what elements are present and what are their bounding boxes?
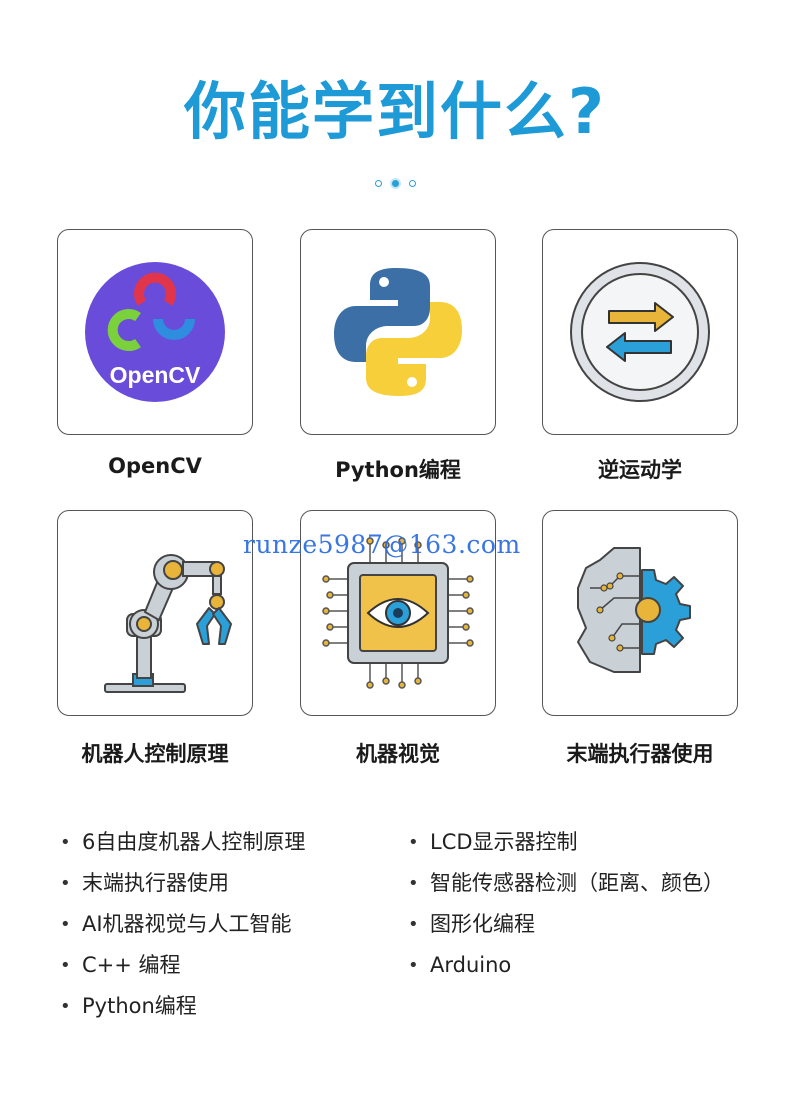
carousel-dot[interactable] xyxy=(408,180,416,187)
swap-arrows-icon xyxy=(570,262,710,402)
svg-text:OpenCV: OpenCV xyxy=(110,362,201,388)
list-item: C++ 编程 xyxy=(60,945,305,986)
card-label-end-effector: 末端执行器使用 xyxy=(566,742,714,766)
list-item: 智能传感器检测（距离、颜色） xyxy=(408,863,724,904)
list-item: 6自由度机器人控制原理 xyxy=(60,822,305,863)
opencv-logo-icon: OpenCV xyxy=(85,262,225,402)
list-item: Python编程 xyxy=(60,986,305,1027)
carousel-dot-active[interactable] xyxy=(389,178,401,189)
feature-list-right: LCD显示器控制 智能传感器检测（距离、颜色） 图形化编程 Arduino xyxy=(408,822,724,986)
list-item: AI机器视觉与人工智能 xyxy=(60,904,305,945)
card-label-opencv: OpenCV xyxy=(108,454,202,478)
list-item: LCD显示器控制 xyxy=(408,822,724,863)
watermark-text: runze5987@163.com xyxy=(243,530,521,559)
list-item: Arduino xyxy=(408,945,724,986)
card-label-robot-control: 机器人控制原理 xyxy=(81,742,229,766)
card-end-effector xyxy=(542,510,738,716)
card-python xyxy=(300,229,496,435)
carousel-indicator xyxy=(0,178,790,189)
vision-chip-icon xyxy=(322,537,474,689)
card-machine-vision xyxy=(300,510,496,716)
robot-arm-icon xyxy=(104,554,232,693)
card-label-python: Python编程 xyxy=(335,458,461,482)
carousel-dot[interactable] xyxy=(374,180,382,187)
brain-gear-icon xyxy=(577,547,691,673)
card-label-machine-vision: 机器视觉 xyxy=(356,742,440,766)
python-logo-icon xyxy=(334,268,462,396)
card-inverse-kinematics xyxy=(542,229,738,435)
feature-list-left: 6自由度机器人控制原理 末端执行器使用 AI机器视觉与人工智能 C++ 编程 P… xyxy=(60,822,305,1027)
page-title: 你能学到什么? xyxy=(184,75,606,148)
card-label-inverse-kinematics: 逆运动学 xyxy=(598,458,682,482)
list-item: 图形化编程 xyxy=(408,904,724,945)
card-robot-control xyxy=(57,510,253,716)
list-item: 末端执行器使用 xyxy=(60,863,305,904)
card-opencv: OpenCV xyxy=(57,229,253,435)
